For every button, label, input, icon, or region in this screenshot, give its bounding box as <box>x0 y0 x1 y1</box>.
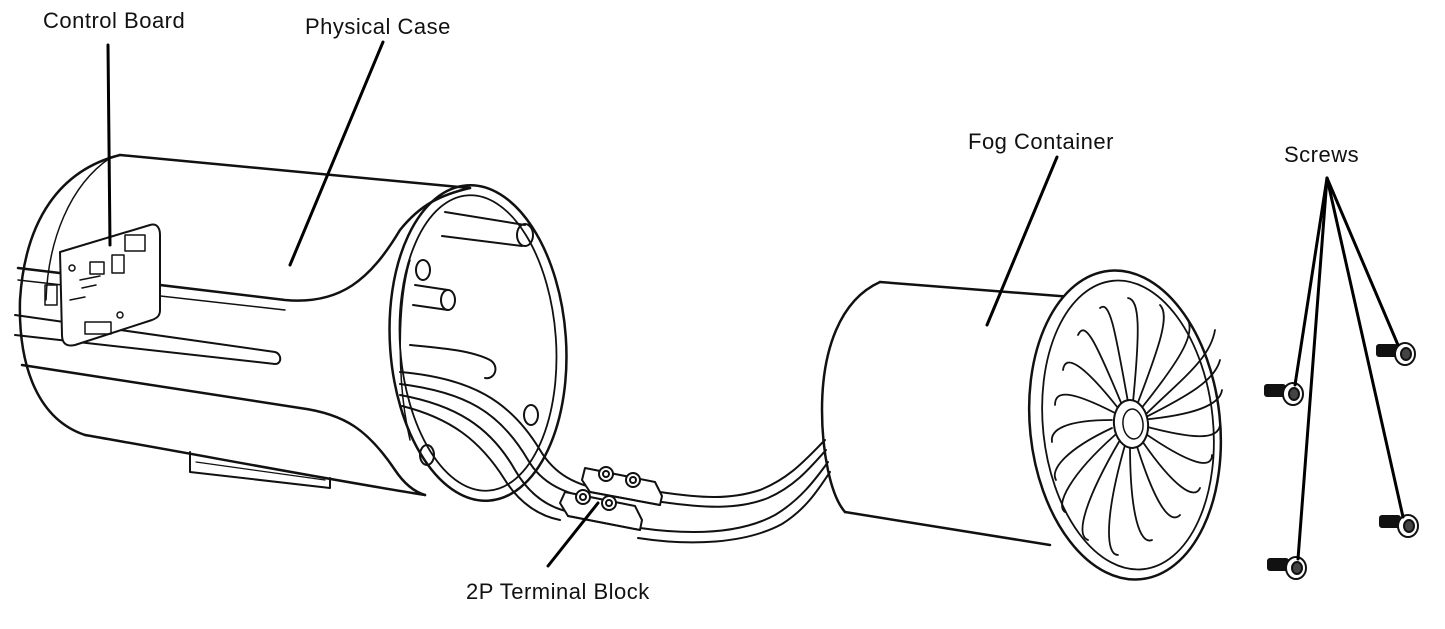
leader-lines <box>106 40 1405 568</box>
label-terminal-block: 2P Terminal Block <box>466 579 650 604</box>
leader-screw-4 <box>1296 176 1329 561</box>
leader-terminal-block <box>546 501 600 568</box>
heatsink-fins <box>1051 297 1223 556</box>
leader-control-board <box>106 43 112 247</box>
label-physical-case: Physical Case <box>305 14 451 39</box>
leader-screw-2 <box>1293 176 1329 387</box>
label-fog-container: Fog Container <box>968 129 1114 154</box>
case-internal-posts <box>409 211 539 466</box>
leader-physical-case <box>288 40 385 267</box>
label-control-board: Control Board <box>43 8 186 33</box>
fog-container <box>820 269 1223 581</box>
leader-screw-1 <box>1325 176 1400 347</box>
control-board <box>44 223 161 347</box>
screw-2 <box>1264 382 1304 406</box>
screw-3 <box>1379 514 1419 538</box>
physical-case <box>14 153 568 502</box>
leader-screw-3 <box>1325 176 1405 519</box>
screw-1 <box>1376 342 1416 366</box>
screws <box>1264 342 1419 580</box>
label-screws: Screws <box>1284 142 1360 167</box>
terminal-block <box>559 466 663 531</box>
screw-4 <box>1267 556 1307 580</box>
leader-fog-container <box>985 155 1059 327</box>
